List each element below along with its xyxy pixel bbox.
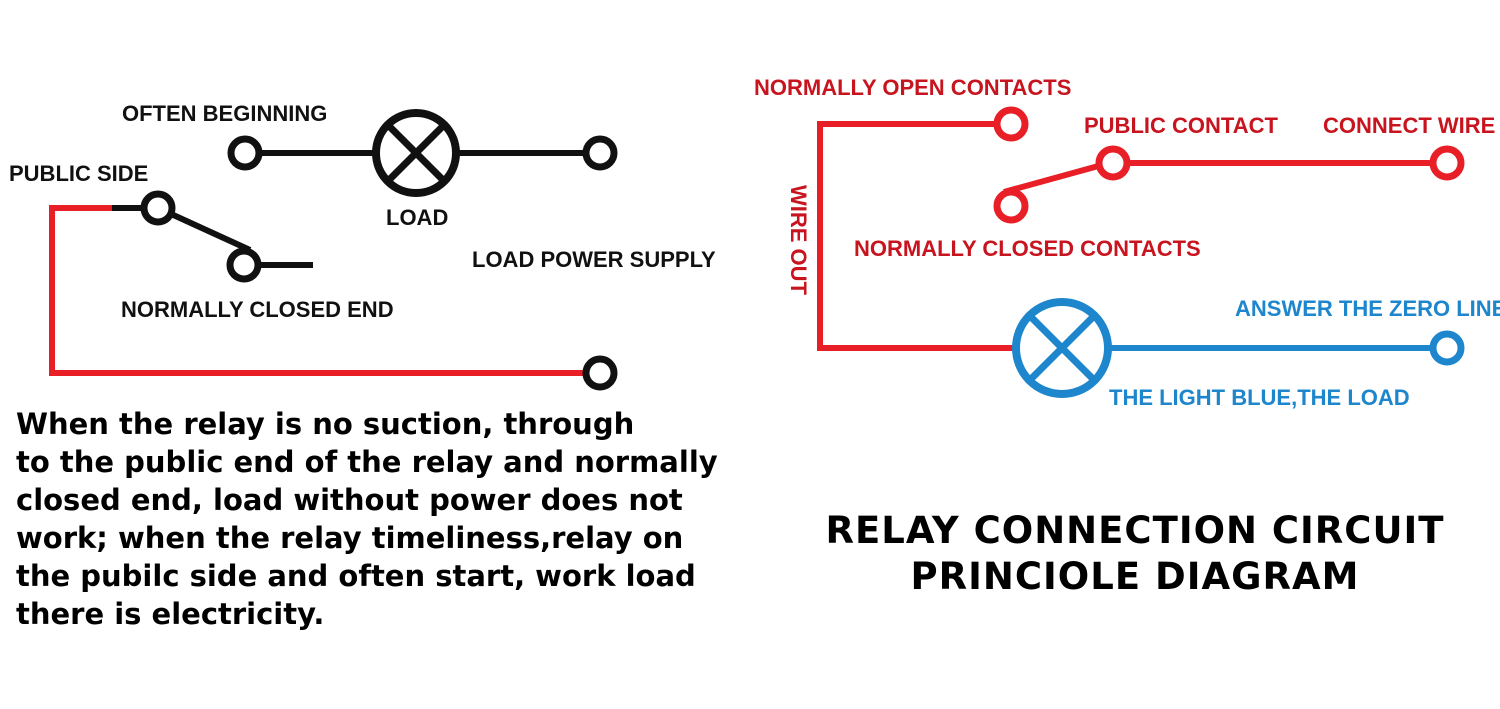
description-line: work; when the relay timeliness,relay on: [16, 521, 684, 555]
label-public-side: PUBLIC SIDE: [9, 161, 148, 186]
lamp-icon: [1012, 298, 1112, 398]
relay-switch-arm: [1003, 162, 1103, 195]
label-light-blue-load: THE LIGHT BLUE,THE LOAD: [1109, 385, 1410, 410]
title-line: RELAY CONNECTION CIRCUIT: [825, 509, 1445, 552]
load-power-terminal-bottom: [582, 355, 618, 391]
label-normally-closed-end: NORMALLY CLOSED END: [121, 297, 394, 322]
description-line: the pubilc side and often start, work lo…: [16, 559, 696, 593]
title-line: PRINCIOLE DIAGRAM: [910, 555, 1360, 598]
label-often-beginning: OFTEN BEGINNING: [122, 101, 327, 126]
normally-open-terminal: [993, 106, 1029, 142]
label-wire-out: WIRE OUT: [786, 185, 811, 296]
right-circuit: NORMALLY OPEN CONTACTS PUBLIC CONTACT CO…: [754, 75, 1500, 410]
label-answer-zero-line: ANSWER THE ZERO LINE: [1235, 296, 1500, 321]
load-power-terminal-top: [582, 135, 618, 171]
normally-closed-terminal: [226, 247, 262, 283]
label-load-power-supply: LOAD POWER SUPPLY: [472, 247, 716, 272]
public-contact-terminal: [1095, 145, 1131, 181]
diagram-title: RELAY CONNECTION CIRCUIT PRINCIOLE DIAGR…: [800, 508, 1470, 600]
description-line: there is electricity.: [16, 597, 325, 631]
zero-line-terminal: [1429, 330, 1465, 366]
normally-closed-contact-terminal: [993, 188, 1029, 224]
public-side-wire: [49, 205, 587, 376]
description-line: When the relay is no suction, through: [16, 407, 635, 441]
lamp-icon: [372, 109, 460, 197]
wire-out-line: [817, 121, 1016, 351]
connect-wire-terminal: [1429, 145, 1465, 181]
label-normally-open-contacts: NORMALLY OPEN CONTACTS: [754, 75, 1071, 100]
label-public-contact: PUBLIC CONTACT: [1084, 113, 1278, 138]
often-beginning-terminal: [227, 135, 263, 171]
label-connect-wire: CONNECT WIRE: [1323, 113, 1495, 138]
relay-description: When the relay is no suction, through to…: [16, 405, 718, 633]
public-side-terminal: [140, 190, 176, 226]
label-load: LOAD: [386, 205, 448, 230]
left-circuit: OFTEN BEGINNING PUBLIC SIDE LOAD LOAD PO…: [9, 101, 716, 391]
description-line: to the public end of the relay and norma…: [16, 445, 718, 479]
description-line: closed end, load without power does not: [16, 483, 683, 517]
label-normally-closed-contacts: NORMALLY CLOSED CONTACTS: [854, 236, 1201, 261]
